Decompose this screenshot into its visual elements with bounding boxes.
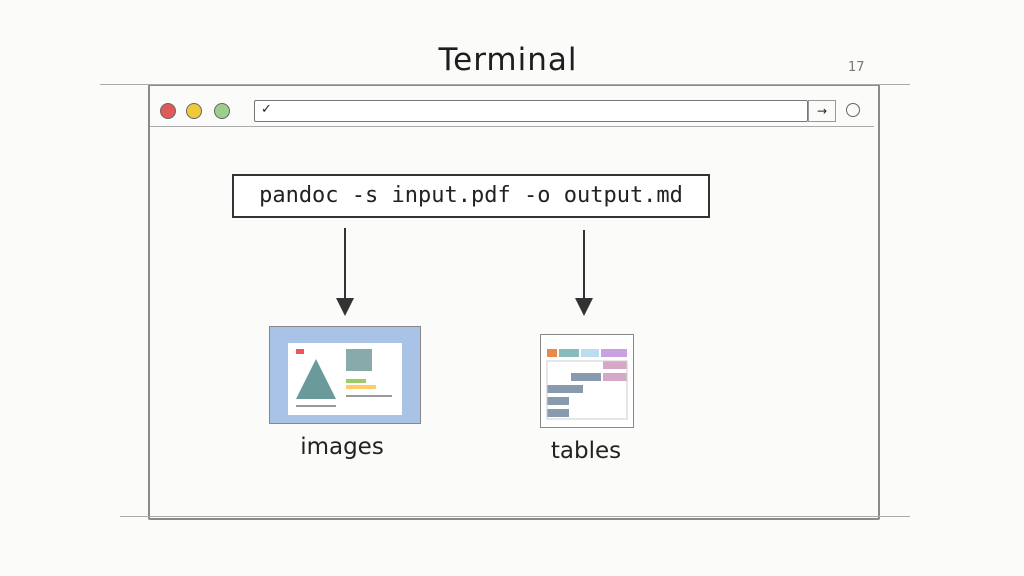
arrow-head-icon	[336, 298, 354, 316]
terminal-window	[148, 84, 880, 520]
arrow-right-icon: →	[816, 104, 828, 118]
settings-icon[interactable]	[846, 103, 860, 117]
corner-mark: 17	[848, 60, 865, 75]
tables-thumbnail	[540, 334, 634, 428]
document-page-icon	[288, 343, 402, 415]
divider	[100, 84, 910, 85]
divider	[150, 126, 874, 127]
arrow-to-tables	[583, 230, 585, 300]
divider	[120, 516, 910, 517]
minimize-button[interactable]	[186, 103, 202, 119]
tables-label: tables	[550, 438, 622, 464]
images-label: images	[300, 434, 384, 460]
address-input[interactable]: ✓	[254, 100, 808, 122]
go-button[interactable]: →	[808, 100, 836, 122]
toolbar	[150, 96, 874, 124]
close-button[interactable]	[160, 103, 176, 119]
maximize-button[interactable]	[214, 103, 230, 119]
arrow-to-images	[344, 228, 346, 304]
window-title: Terminal	[438, 42, 578, 78]
address-value: ✓	[261, 102, 272, 117]
arrow-head-icon	[575, 298, 593, 316]
command-box: pandoc -s input.pdf -o output.md	[232, 174, 710, 218]
images-thumbnail	[269, 326, 421, 424]
